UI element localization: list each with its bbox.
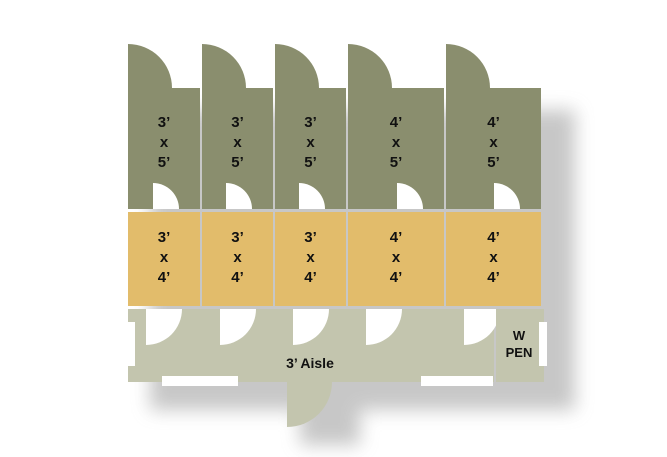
upper-door-swing-2 xyxy=(202,44,246,88)
lower-stall-5-x: x xyxy=(489,249,498,266)
lower-stall-1-d: 4’ xyxy=(157,269,171,286)
w-pen-label: W PEN xyxy=(498,327,540,361)
lower-stall-5-w: 4’ xyxy=(487,229,500,246)
w-pen xyxy=(496,309,544,382)
aisle-label: 3’ Aisle xyxy=(286,355,334,371)
w-pen-opening xyxy=(539,322,547,366)
upper-stall-label-2: 3’ x 5’ xyxy=(213,113,263,173)
lower-stall-2 xyxy=(202,212,273,306)
lower-stall-4-w: 4’ xyxy=(389,229,403,246)
w-pen-label-line2: PEN xyxy=(505,345,533,360)
upper-stall-5 xyxy=(446,88,541,209)
lower-stall-1 xyxy=(128,212,200,306)
lower-stall-1-x: x xyxy=(159,249,169,266)
lower-stall-2-x: x xyxy=(233,249,242,266)
upper-stall-4-x: x xyxy=(391,134,401,151)
lower-stall-5 xyxy=(446,212,541,306)
upper-stall-1-w: 3’ xyxy=(157,114,171,131)
lower-stall-label-3: 3’ x 4’ xyxy=(286,228,336,288)
entrance-door-swing xyxy=(287,382,332,427)
upper-stall-gate-4 xyxy=(397,183,423,209)
lower-stall-4 xyxy=(348,212,444,306)
lower-door-swing-5 xyxy=(464,309,500,345)
upper-stall-3-x: x xyxy=(306,134,315,151)
lower-stall-label-4: 4’ x 4’ xyxy=(371,228,421,288)
aisle-left-opening xyxy=(127,322,135,366)
lower-stall-label-5: 4’ x 4’ xyxy=(469,228,519,288)
upper-stall-2-d: 5’ xyxy=(231,154,244,171)
upper-door-swing-5 xyxy=(446,44,490,88)
upper-stall-label-3: 3’ x 5’ xyxy=(286,113,336,173)
lower-stall-3-w: 3’ xyxy=(304,229,317,246)
lower-stall-2-w: 3’ xyxy=(231,229,244,246)
upper-stall-row xyxy=(128,88,541,209)
upper-stall-2-x: x xyxy=(233,134,242,151)
upper-stall-2-w: 3’ xyxy=(231,114,244,131)
upper-door-swings xyxy=(128,44,490,88)
lower-stall-4-x: x xyxy=(391,249,401,266)
upper-stall-4 xyxy=(348,88,444,209)
lower-stall-1-w: 3’ xyxy=(157,229,171,246)
upper-stall-1-x: x xyxy=(159,134,169,151)
lower-door-swing-2 xyxy=(220,309,256,345)
aisle-bottom-opening-left xyxy=(162,376,238,386)
upper-stall-gate-3 xyxy=(299,183,325,209)
upper-door-swing-1 xyxy=(128,44,172,88)
upper-stall-5-w: 4’ xyxy=(487,114,500,131)
lower-stall-label-2: 3’ x 4’ xyxy=(213,228,263,288)
aisle-bottom-opening-right xyxy=(421,376,493,386)
lower-door-swing-1 xyxy=(146,309,182,345)
lower-stall-3-d: 4’ xyxy=(304,269,317,286)
upper-stall-gate-1 xyxy=(153,183,179,209)
upper-stall-gate-5 xyxy=(494,183,520,209)
upper-stall-5-d: 5’ xyxy=(487,154,500,171)
upper-door-swing-4 xyxy=(348,44,392,88)
lower-stall-5-d: 4’ xyxy=(487,269,500,286)
upper-stall-3-d: 5’ xyxy=(304,154,317,171)
w-pen-label-line1: W xyxy=(512,328,526,343)
lower-door-swing-3 xyxy=(293,309,329,345)
upper-stall-4-w: 4’ xyxy=(389,114,403,131)
upper-stall-label-1: 3’ x 5’ xyxy=(139,113,189,173)
lower-stall-4-d: 4’ xyxy=(389,269,403,286)
upper-stall-5-x: x xyxy=(489,134,498,151)
upper-stall-1-d: 5’ xyxy=(157,154,171,171)
lower-door-swing-4 xyxy=(366,309,402,345)
lower-stall-label-1: 3’ x 4’ xyxy=(139,228,189,288)
upper-stall-label-4: 4’ x 5’ xyxy=(371,113,421,173)
upper-door-swing-3 xyxy=(275,44,319,88)
lower-stall-3-x: x xyxy=(306,249,315,266)
lower-stall-row xyxy=(128,212,541,306)
lower-door-swings xyxy=(146,309,500,345)
lower-stall-2-d: 4’ xyxy=(231,269,244,286)
upper-stall-gate-2 xyxy=(226,183,252,209)
upper-stall-label-5: 4’ x 5’ xyxy=(469,113,519,173)
lower-stall-3 xyxy=(275,212,346,306)
upper-stall-4-d: 5’ xyxy=(389,154,403,171)
upper-stall-3-w: 3’ xyxy=(304,114,317,131)
